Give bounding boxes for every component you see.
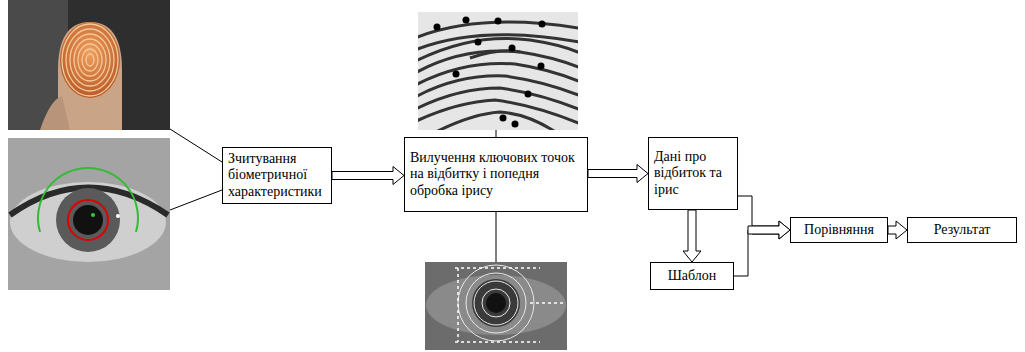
process-box: Порівняння	[790, 217, 888, 243]
fingerprint-photo-part	[60, 22, 120, 98]
fingerprint-minutiae-part	[539, 21, 546, 28]
fingerprint-minutiae-part	[495, 18, 502, 25]
fingerprint-minutiae-part	[463, 17, 470, 24]
fingerprint-photo-part	[78, 44, 102, 76]
fingerprint-minutiae-part	[470, 51, 520, 58]
iris-scan-part	[426, 275, 566, 335]
iris-scan	[425, 262, 567, 350]
eye-photo-part	[68, 200, 108, 240]
box-label: Шаблон	[668, 268, 717, 284]
fingerprint-minutiae-part	[453, 71, 460, 78]
fingerprint-photo-part	[58, 22, 122, 130]
iris-scan-part	[455, 267, 540, 269]
fingerprint-minutiae-part	[500, 115, 507, 122]
flow-arrow	[332, 167, 404, 185]
iris-scan-part	[425, 262, 567, 350]
fingerprint-minutiae-part	[430, 112, 560, 130]
data-box: Дані про відбиток та ірис	[648, 137, 738, 210]
box-label: Дані про відбиток та ірис	[654, 149, 732, 197]
fingerprint-minutiae-part	[434, 17, 546, 128]
flow-arrow	[888, 221, 907, 239]
fingerprint-photo-part	[62, 24, 118, 96]
leader-line	[496, 130, 497, 137]
iris-scan-part	[458, 265, 534, 341]
flow-arrow	[738, 196, 790, 239]
iris-scan-part	[455, 268, 565, 342]
fingerprint-photo-part	[40, 96, 70, 130]
fingerprint-photo	[8, 0, 170, 130]
hollow-arrow	[332, 167, 404, 185]
iris-scan-part	[530, 302, 565, 304]
iris-scan-part	[472, 279, 520, 327]
iris-scan-part	[457, 268, 459, 342]
fingerprint-photo-part	[82, 49, 98, 71]
fingerprint-minutiae-part	[434, 24, 441, 31]
leader-line	[496, 212, 497, 262]
leader-line	[170, 190, 222, 210]
iris-scan-part	[486, 293, 506, 313]
fingerprint-photo-part	[86, 54, 94, 66]
connector-line	[738, 196, 752, 230]
result-box: Результат	[907, 217, 1017, 243]
eye-photo-part	[10, 182, 166, 262]
template-box: Шаблон	[650, 262, 734, 290]
fingerprint-photo-part	[8, 0, 170, 130]
box-label: Вилучення ключових точок на відбитку і п…	[410, 150, 582, 198]
iris-scan-part	[458, 265, 534, 341]
hollow-arrow	[748, 221, 790, 239]
hollow-arrow	[588, 165, 648, 183]
fingerprint-photo-part	[74, 39, 106, 81]
box-label: Порівняння	[804, 222, 874, 238]
eye-photo-part	[8, 138, 170, 290]
fingerprint-minutiae-part	[525, 91, 532, 98]
eye-photo-part	[38, 168, 138, 232]
flow-arrow	[588, 165, 648, 183]
connector-line	[734, 230, 748, 276]
eye-photo-part	[73, 205, 103, 235]
flow-arrow	[734, 221, 790, 276]
flow-arrow	[683, 210, 701, 262]
fingerprint-minutiae-part	[418, 100, 578, 128]
fingerprint-minutiae	[418, 12, 578, 130]
fingerprint-minutiae-part	[509, 45, 516, 52]
fingerprint-photo-part	[66, 29, 114, 91]
eye-photo	[8, 138, 170, 290]
eye-photo-part	[91, 213, 95, 217]
iris-scan-part	[466, 273, 526, 333]
fingerprint-photo-part	[70, 34, 110, 86]
box-label: Результат	[934, 222, 991, 238]
hollow-arrow	[683, 210, 701, 262]
fingerprint-photo-part	[62, 24, 118, 96]
eye-photo-part	[116, 214, 120, 218]
eye-photo-part	[56, 188, 120, 252]
fingerprint-minutiae-part	[512, 121, 519, 128]
fingerprint-minutiae-part	[538, 63, 545, 70]
iris-scan-part	[455, 341, 540, 343]
iris-scan-part	[474, 281, 518, 325]
process-box: Вилучення ключових точок на відбитку і п…	[404, 137, 588, 212]
fingerprint-minutiae-part	[418, 22, 578, 130]
process-box: Зчитування біометричної характеристики	[222, 147, 332, 204]
fingerprint-minutiae-part	[475, 39, 482, 46]
hollow-arrow	[888, 221, 907, 239]
leader-line	[170, 129, 222, 162]
iris-scan-part	[482, 289, 510, 317]
box-label: Зчитування біометричної характеристики	[228, 151, 326, 199]
